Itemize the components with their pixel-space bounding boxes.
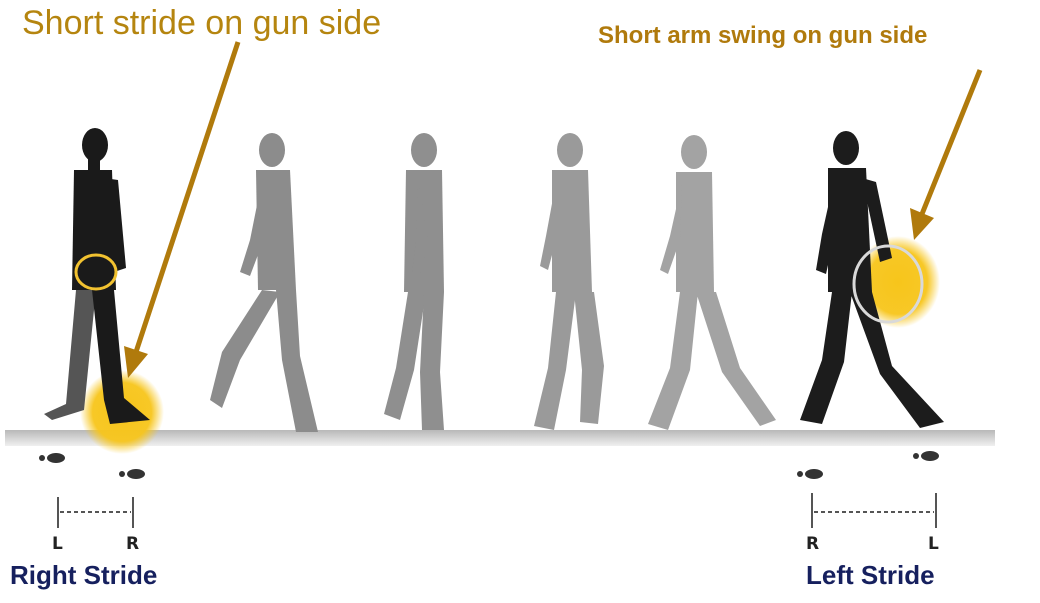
callout-short-stride: Short stride on gun side (22, 4, 381, 43)
stride-right-second-foot: R (126, 534, 139, 554)
callout-arrow-left (124, 42, 238, 378)
walking-figure-grey-2 (210, 133, 318, 432)
left-stride-title: Left Stride (806, 560, 935, 591)
stride-measure-left (812, 493, 936, 528)
footprints-left-stride (797, 451, 939, 479)
stride-left-second-foot: L (928, 534, 939, 554)
walking-figure-grey-3 (384, 133, 444, 430)
walking-figure-grey-5 (648, 135, 776, 430)
stride-left-first-foot: R (806, 534, 819, 554)
callout-arrow-right (910, 70, 980, 240)
stride-measure-right (58, 497, 133, 528)
footprints-right-stride (39, 453, 145, 479)
callout-short-arm-swing: Short arm swing on gun side (598, 22, 927, 50)
right-stride-title: Right Stride (10, 560, 157, 591)
stride-right-first-foot: L (52, 534, 63, 554)
walking-figure-grey-4 (534, 133, 604, 430)
